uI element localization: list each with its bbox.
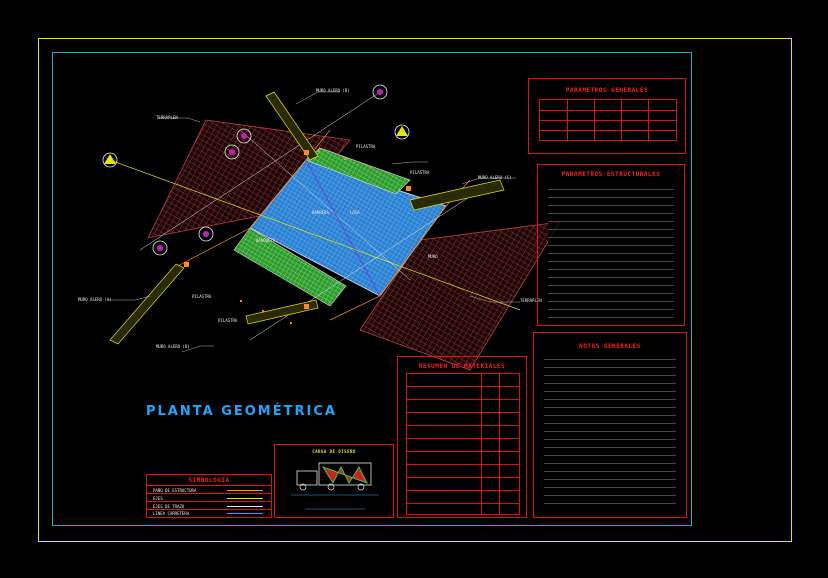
north-marker xyxy=(396,126,408,136)
legend-swatch xyxy=(227,506,263,507)
wing-wall-b xyxy=(265,91,319,161)
pilastra-marker-1 xyxy=(304,150,309,155)
deck-centerline xyxy=(305,159,381,297)
panel-resumen-materiales: RESUMEN DE MATERIALES xyxy=(397,356,527,518)
panel-title: PARAMETROS ESTRUCTURALES xyxy=(561,171,661,178)
label-barrera: BARRERA xyxy=(312,210,329,215)
pilastra-marker-3 xyxy=(184,262,189,267)
legend-row: EJES xyxy=(147,493,271,502)
wing-wall-c xyxy=(409,179,505,211)
label-losa: LOSA xyxy=(350,210,360,215)
pilastra-marker-2 xyxy=(406,186,411,191)
label-banqueta: BANQUETA xyxy=(256,238,276,243)
panel-title: SIMBOLOGIA xyxy=(188,477,230,484)
inner-frame xyxy=(52,52,692,526)
legend-row: PAÑO DE ESTRUCTURA xyxy=(147,485,271,494)
text-block xyxy=(544,355,676,511)
text-block xyxy=(548,185,674,319)
label-muro-alero-a: MURO ALERO (A) xyxy=(78,297,112,302)
label-muro-alero-c: MURO ALERO (C) xyxy=(478,175,512,180)
legend-label: LINEA CARRETERA xyxy=(153,511,190,516)
wing-wall-a xyxy=(109,263,185,345)
label-terraplen-top: TERRAPLEN xyxy=(156,115,178,120)
panel-parametros-generales: PARAMETROS GENERALES xyxy=(528,78,686,154)
label-muro-alero-b: MURO ALERO (B) xyxy=(316,88,350,93)
legend-label: PAÑO DE ESTRUCTURA xyxy=(153,488,197,493)
balloon-hatches xyxy=(157,89,383,251)
axis-mid xyxy=(239,129,411,281)
panel-title: CARGA DE DISEÑO xyxy=(312,449,356,454)
axis-cross-1 xyxy=(139,91,381,251)
panel-title: RESUMEN DE MATERIALES xyxy=(418,363,506,370)
north-marker-2 xyxy=(104,154,116,164)
label-muro: MURO xyxy=(428,254,438,259)
legend-label: EJES DE TRAZO xyxy=(153,504,185,509)
label-pilastra-right: PILASTRA xyxy=(410,170,430,175)
axis-main xyxy=(109,159,521,311)
legend-swatch xyxy=(227,513,263,514)
axis-balloons xyxy=(102,84,410,256)
approach-slab-lower xyxy=(233,227,347,307)
panel-parametros-estructurales: PARAMETROS ESTRUCTURALES xyxy=(537,164,685,326)
dimension-marks xyxy=(240,150,372,324)
panel-simbologia: SIMBOLOGIA PAÑO DE ESTRUCTURA EJES EJES … xyxy=(146,474,272,518)
legend-swatch xyxy=(227,490,263,491)
wing-wall-d xyxy=(245,299,319,325)
label-pilastra-left: PILASTRA xyxy=(192,294,212,299)
terraplen-upper xyxy=(147,119,351,239)
label-muro-alero-d: MURO ALERO (D) xyxy=(156,344,190,349)
legend-row: EJES DE TRAZO xyxy=(147,501,271,510)
leader-lines xyxy=(108,91,520,353)
label-pilastra-top: PILASTRA xyxy=(356,144,376,149)
legend-swatch xyxy=(227,498,263,499)
panel-notas-generales: NOTAS GENERALES xyxy=(533,332,687,518)
panel-title: PARAMETROS GENERALES xyxy=(565,87,649,94)
label-terraplen-bottom: TERRAPLEN xyxy=(520,298,542,303)
materials-table xyxy=(406,373,520,515)
panel-carga-diseno: CARGA DE DISEÑO xyxy=(274,444,394,518)
plan-title: PLANTA GEOMÉTRICA xyxy=(146,404,337,419)
label-pilastra-bottom: PILASTRA xyxy=(218,318,238,323)
panel-title: NOTAS GENERALES xyxy=(579,343,641,350)
legend-label: EJES xyxy=(153,496,163,501)
legend-row: LINEA CARRETERA xyxy=(147,509,271,517)
truck-diagram xyxy=(291,462,379,510)
road-edge-left xyxy=(169,129,331,271)
outer-frame xyxy=(38,38,792,542)
pilastra-marker-4 xyxy=(304,304,309,309)
param-table xyxy=(539,99,677,141)
